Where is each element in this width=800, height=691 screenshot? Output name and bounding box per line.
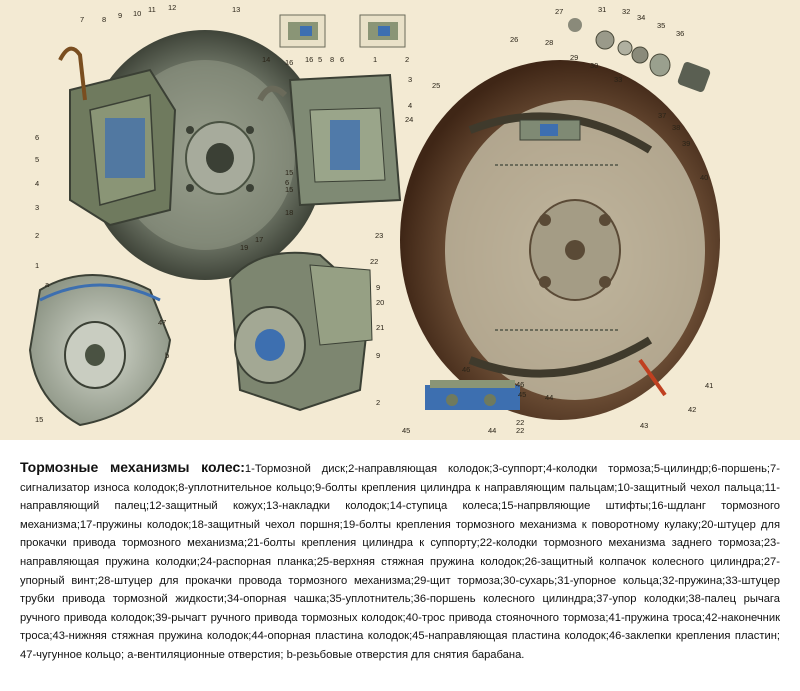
callout-label: 45 (518, 390, 526, 399)
wheel-cylinder-parts (568, 18, 711, 92)
callout-label: 22 (516, 418, 524, 427)
dust-shield (28, 274, 172, 427)
caption-title: Тормозные механизмы колес: (20, 459, 245, 475)
callout-label: 41 (705, 381, 713, 390)
steering-knuckle (228, 251, 373, 412)
callout-label: 30 (590, 61, 598, 70)
callout-label: 9 (118, 11, 122, 20)
callouts-shield: a b 15 47 (35, 280, 169, 424)
callout-label: 2 (35, 231, 39, 240)
callout-label: 4 (408, 101, 412, 110)
callout-label: 14 (262, 55, 270, 64)
callout-label: 8 (102, 15, 106, 24)
rear-drum-brake (400, 60, 720, 420)
callout-label: 17 (255, 235, 263, 244)
callout-label: a (45, 280, 50, 289)
callout-label: 33 (614, 75, 622, 84)
rivet-detail (425, 380, 520, 410)
callout-label: 9 (376, 283, 380, 292)
callout-label: 27 (555, 7, 563, 16)
callout-label: 40 (700, 173, 708, 182)
brake-illustration: 7 8 9 10 11 12 13 6 5 4 3 2 1 17 16 15 1… (0, 0, 800, 440)
brake-diagram-svg: 7 8 9 10 11 12 13 6 5 4 3 2 1 17 16 15 1… (28, 3, 720, 435)
callouts-knuckle: 19 9 20 21 9 2 (240, 243, 384, 407)
callout-label: 44 (545, 393, 553, 402)
callout-label: 16 (305, 55, 313, 64)
callout-label: 36 (676, 29, 684, 38)
callout-label: 8 (330, 55, 334, 64)
callout-label: 19 (240, 243, 248, 252)
callout-label: 3 (408, 75, 412, 84)
callout-label: 47 (158, 318, 166, 327)
callout-label: 6 (35, 133, 39, 142)
callouts-drum: 26 27 28 29 30 31 32 33 34 35 36 37 38 3… (370, 5, 713, 435)
callouts-rivet-detail: 46 45 44 22 (402, 365, 524, 435)
callout-label: 1 (373, 55, 377, 64)
callout-label: 2 (405, 55, 409, 64)
callout-label: 22 (370, 257, 378, 266)
caption-legend: 1-Тормозной диск;2-направляющая колодок;… (20, 463, 780, 661)
callout-label: 46 (462, 365, 470, 374)
callout-label: 12 (168, 3, 176, 12)
callout-label: 9 (376, 351, 380, 360)
callout-label: 46 (516, 380, 524, 389)
callout-label: 5 (318, 55, 322, 64)
callout-label: 2 (376, 398, 380, 407)
callout-label: 22 (516, 426, 524, 435)
callout-label: 6 (285, 178, 289, 187)
callout-label: 13 (232, 5, 240, 14)
callout-label: 6 (340, 55, 344, 64)
callout-label: 45 (402, 426, 410, 435)
callout-label: 7 (80, 15, 84, 24)
callout-label: 4 (35, 179, 39, 188)
callout-label: 11 (148, 5, 156, 14)
callout-label: 43 (640, 421, 648, 430)
callout-label: 29 (570, 53, 578, 62)
callout-label: 28 (545, 38, 553, 47)
callout-label: 37 (658, 111, 666, 120)
callouts-center-top: 5 8 6 1 2 3 4 15 6 18 16 (285, 55, 412, 217)
callout-label: 16 (285, 58, 293, 67)
callout-label: b (165, 351, 169, 360)
callout-label: 15 (35, 415, 43, 424)
callout-label: 10 (133, 9, 141, 18)
callout-label: 1 (35, 261, 39, 270)
callout-label: 21 (376, 323, 384, 332)
callout-label: 15 (285, 185, 293, 194)
figure-caption: Тормозные механизмы колес:1-Тормозной ди… (20, 458, 780, 665)
callout-label: 18 (285, 208, 293, 217)
callout-label: 15 (285, 168, 293, 177)
callout-label: 42 (688, 405, 696, 414)
callout-label: 34 (637, 13, 645, 22)
callout-label: 3 (35, 203, 39, 212)
callout-label: 5 (35, 155, 39, 164)
callout-label: 20 (376, 298, 384, 307)
callout-label: 23 (375, 231, 383, 240)
callout-label: 39 (682, 139, 690, 148)
callout-label: 24 (405, 115, 413, 124)
callout-label: 25 (432, 81, 440, 90)
callout-label: 26 (510, 35, 518, 44)
callout-label: 44 (488, 426, 496, 435)
callout-label: 35 (657, 21, 665, 30)
callout-label: 31 (598, 5, 606, 14)
callout-label: 38 (672, 123, 680, 132)
callout-label: 32 (622, 7, 630, 16)
caliper-section (257, 14, 406, 207)
callouts-front-left: 7 8 9 10 11 12 13 6 5 4 3 2 1 17 16 15 1… (35, 3, 293, 270)
front-disc-brake (58, 30, 325, 280)
